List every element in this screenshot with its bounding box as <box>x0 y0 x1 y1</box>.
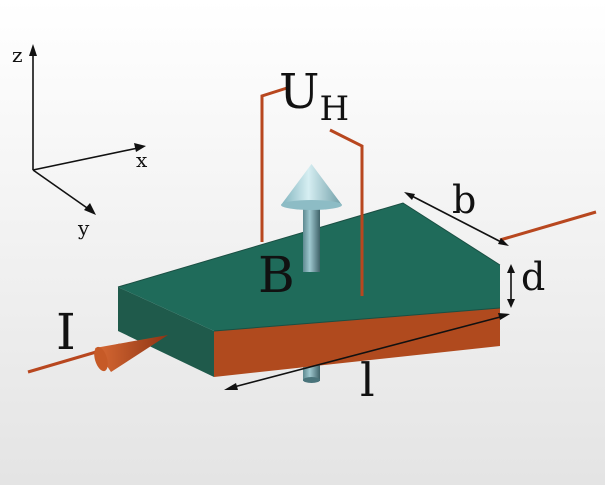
length-dimension-line <box>229 315 505 389</box>
hall-voltage-main: U <box>279 64 319 120</box>
width-arrowhead-start <box>404 192 415 200</box>
b-field-shaft-base <box>303 377 320 383</box>
width-dimension-line <box>407 193 506 245</box>
coordinate-axes <box>32 52 139 211</box>
slab-front-edge <box>213 307 501 332</box>
z-axis-arrowhead <box>29 44 37 56</box>
b-field-shaft <box>303 200 320 272</box>
current-arrow-base <box>94 346 108 372</box>
slab-top-edge <box>117 202 501 288</box>
magnetic-field-label: B <box>258 246 295 304</box>
x-axis-label: x <box>136 148 148 172</box>
b-field-arrowhead <box>281 164 342 205</box>
y-axis-label: y <box>77 216 90 240</box>
thickness-arrowhead-bottom <box>507 299 515 308</box>
length-label: l <box>360 353 375 407</box>
current-direction-arrow <box>95 335 168 372</box>
x-axis-arrowhead <box>134 143 146 152</box>
z-axis-label: z <box>12 43 23 67</box>
hall-voltage-label: UH <box>279 64 349 129</box>
thickness-label: d <box>521 255 545 299</box>
current-wire-right <box>499 210 597 242</box>
current-label: I <box>56 303 76 361</box>
hall-probe-right-wire <box>329 128 364 296</box>
thickness-arrowhead-top <box>507 264 515 273</box>
y-axis-arrowhead <box>84 203 96 215</box>
width-label: b <box>452 178 476 222</box>
width-arrowhead-end <box>498 238 509 246</box>
hall-voltage-subscript: H <box>319 89 349 129</box>
b-field-arrowhead-base <box>281 200 342 210</box>
x-axis-line <box>32 147 139 171</box>
y-axis-line <box>32 169 91 211</box>
length-arrowhead-start <box>224 383 238 390</box>
length-arrowhead-end <box>498 313 510 320</box>
slab-left-face <box>118 287 214 377</box>
hall-probe-left-wire <box>260 86 288 242</box>
